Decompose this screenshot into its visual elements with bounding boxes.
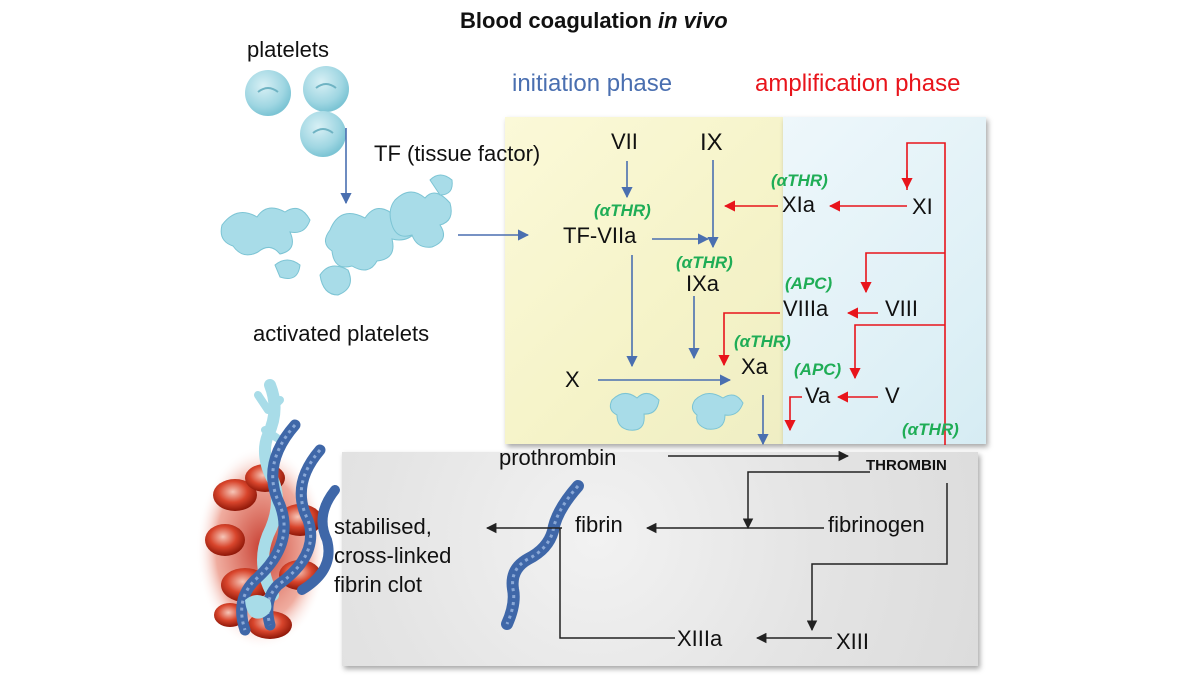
fibrin-formation-panel [342, 452, 978, 666]
factor-viiia-label: VIIIa [783, 296, 829, 321]
fibrin-label: fibrin [575, 512, 623, 537]
factor-viii-label: VIII [885, 296, 919, 321]
title-main: Blood coagulation [460, 8, 658, 33]
tissue-factor-label: TF (tissue factor) [374, 141, 541, 166]
diagram-title: Blood coagulation in vivo [460, 10, 728, 32]
athr-tfviia-annotation: (αTHR) [594, 201, 651, 220]
fibrinogen-label: fibrinogen [828, 512, 925, 537]
amplification-phase-panel [783, 117, 986, 444]
factor-xa-label: Xa [741, 354, 768, 379]
apc-viiia-annotation: (APC) [785, 274, 833, 293]
clot-label-line3: fibrin clot [334, 572, 423, 597]
arrow-va-to-prothrombin [784, 396, 802, 432]
initiation-phase-label: initiation phase [512, 70, 673, 97]
fibrin-strand-icon [501, 480, 584, 630]
factor-v-label: V [885, 383, 900, 408]
activated-platelets-label: activated platelets [253, 321, 430, 346]
factor-ix-label: IX [700, 129, 723, 156]
arrow-feedback-to-v [849, 324, 945, 380]
arrow-thrombin-to-fibrin [742, 471, 870, 530]
clot-label-line2: cross-linked [334, 543, 452, 568]
platelet-icon [245, 66, 349, 157]
apc-va-annotation: (APC) [794, 360, 842, 379]
athr-ixa-annotation: (αTHR) [676, 253, 733, 272]
amplification-phase-label: amplification phase [755, 70, 961, 97]
feedback-line-thrombin [906, 142, 946, 445]
platelets-label: platelets [247, 37, 329, 62]
arrow-thrombin-to-xiii [806, 483, 948, 632]
line-xiiia-to-crosslink [559, 528, 675, 639]
factor-ixa-label: IXa [686, 271, 720, 296]
athr-xa-annotation: (αTHR) [734, 332, 791, 351]
title-emphasis: in vivo [658, 8, 728, 33]
athr-xia-annotation: (αTHR) [771, 171, 828, 190]
factor-vii-label: VII [611, 129, 638, 154]
factor-x-label: X [565, 367, 580, 392]
clot-illustration-icon [196, 379, 340, 650]
factor-xi-label: XI [912, 194, 933, 219]
prothrombin-label: prothrombin [499, 445, 617, 470]
factor-xiiia-label: XIIIa [677, 626, 723, 651]
tf-viia-label: TF-VIIa [563, 223, 637, 248]
factor-xiii-label: XIII [836, 629, 870, 654]
arrow-feedback-to-viii [860, 252, 945, 294]
factor-va-label: Va [805, 383, 831, 408]
initiation-phase-panel [505, 117, 783, 444]
clot-label-line1: stabilised, [334, 514, 432, 539]
arrow-viiia-to-xa [718, 312, 780, 367]
athr-thrombin-annotation: (αTHR) [902, 420, 959, 439]
activated-platelet-icon [220, 174, 744, 431]
thrombin-label: THROMBIN [866, 457, 947, 474]
factor-xia-label: XIa [782, 192, 816, 217]
